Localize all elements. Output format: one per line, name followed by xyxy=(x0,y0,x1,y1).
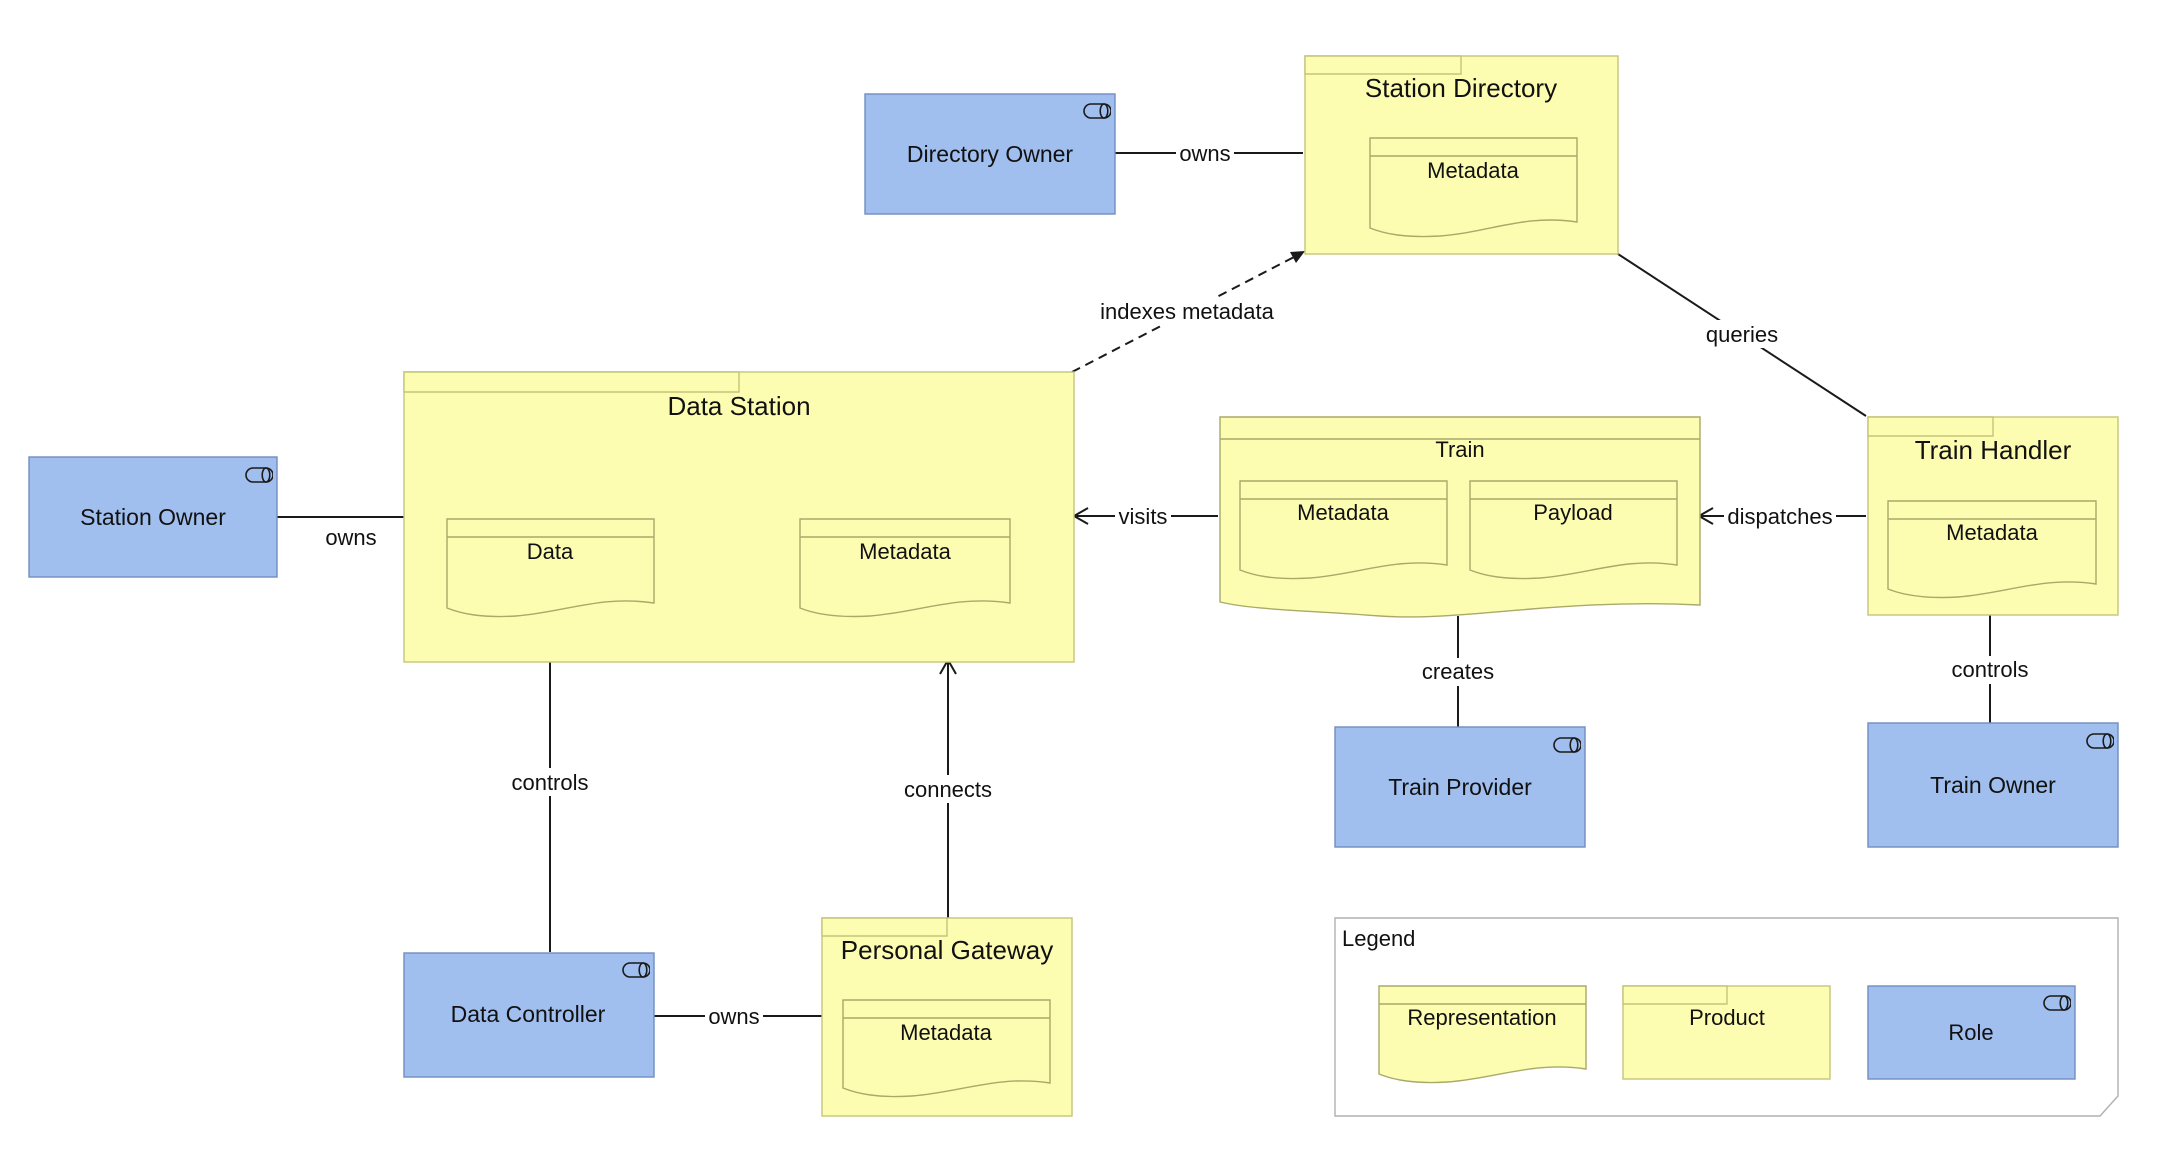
node-train-provider[interactable]: Train Provider xyxy=(1334,726,1586,848)
node-title: Personal Gateway xyxy=(841,935,1053,965)
edge-connects: connects xyxy=(898,657,998,918)
representation-label: Metadata xyxy=(1297,500,1389,525)
legend-label: Product xyxy=(1689,1005,1765,1030)
representation-label: Metadata xyxy=(1946,520,2038,545)
legend: Legend Representation Product Role xyxy=(1334,917,2119,1117)
edge-queries: queries xyxy=(1617,253,1867,417)
representation-label: Metadata xyxy=(900,1020,992,1045)
edge-label: controls xyxy=(511,770,588,795)
edge-dispatches: dispatches xyxy=(1696,503,1866,529)
node-train[interactable]: Train Metadata Payload xyxy=(1219,416,1701,618)
representation-data-station-metadata[interactable]: Metadata xyxy=(799,518,1011,618)
edge-visits: visits xyxy=(1071,503,1218,529)
node-label: Data Controller xyxy=(451,1001,606,1027)
representation-data[interactable]: Data xyxy=(446,518,655,618)
edge-label: owns xyxy=(325,525,376,550)
node-personal-gateway[interactable]: Personal Gateway Metadata xyxy=(821,917,1073,1117)
node-label: Station Owner xyxy=(80,504,226,530)
edge-label: indexes metadata xyxy=(1100,299,1274,324)
legend-label: Representation xyxy=(1407,1005,1556,1030)
edge-indexes-metadata: indexes metadata xyxy=(1071,251,1305,373)
representation-label: Metadata xyxy=(1427,158,1519,183)
node-title: Data Station xyxy=(667,391,810,421)
edge-station-owner-owns: owns xyxy=(277,516,404,550)
edge-data-controller-owns: owns xyxy=(654,1003,822,1029)
node-train-handler[interactable]: Train Handler Metadata xyxy=(1867,416,2119,616)
node-label: Train Provider xyxy=(1388,774,1532,800)
legend-role: Role xyxy=(1867,985,2076,1080)
node-data-controller[interactable]: Data Controller xyxy=(403,952,655,1078)
node-title: Station Directory xyxy=(1365,73,1557,103)
edge-train-owner-controls: controls xyxy=(1944,615,2036,723)
edge-label: connects xyxy=(904,777,992,802)
edge-label: controls xyxy=(1951,657,2028,682)
node-title: Train xyxy=(1435,437,1484,462)
node-label: Directory Owner xyxy=(907,141,1073,167)
representation-label: Metadata xyxy=(859,539,951,564)
edge-label: visits xyxy=(1119,504,1168,529)
legend-product: Product xyxy=(1622,985,1831,1080)
node-station-directory[interactable]: Station Directory Metadata xyxy=(1304,55,1619,255)
node-train-owner[interactable]: Train Owner xyxy=(1867,722,2119,848)
legend-representation: Representation xyxy=(1378,985,1587,1084)
edge-creates: creates xyxy=(1416,616,1500,727)
edge-label: owns xyxy=(1179,141,1230,166)
representation-train-handler-metadata[interactable]: Metadata xyxy=(1887,500,2097,599)
node-label: Train Owner xyxy=(1930,772,2056,798)
edge-label: dispatches xyxy=(1727,504,1832,529)
representation-label: Payload xyxy=(1533,500,1613,525)
edge-label: owns xyxy=(708,1004,759,1029)
node-data-station[interactable]: Data Station Data Metadata xyxy=(403,371,1075,663)
edge-label: creates xyxy=(1422,659,1494,684)
legend-label: Role xyxy=(1948,1020,1993,1045)
representation-train-metadata[interactable]: Metadata xyxy=(1239,480,1448,580)
edge-directory-owner-owns: owns xyxy=(1115,140,1303,166)
node-title: Train Handler xyxy=(1915,435,2072,465)
representation-train-payload[interactable]: Payload xyxy=(1469,480,1678,580)
representation-label: Data xyxy=(527,539,574,564)
representation-personal-gateway-metadata[interactable]: Metadata xyxy=(842,999,1051,1098)
node-station-owner[interactable]: Station Owner xyxy=(28,456,278,578)
representation-station-directory-metadata[interactable]: Metadata xyxy=(1369,137,1578,238)
node-directory-owner[interactable]: Directory Owner xyxy=(864,93,1116,215)
edge-label: queries xyxy=(1706,322,1778,347)
legend-title: Legend xyxy=(1342,926,1415,951)
